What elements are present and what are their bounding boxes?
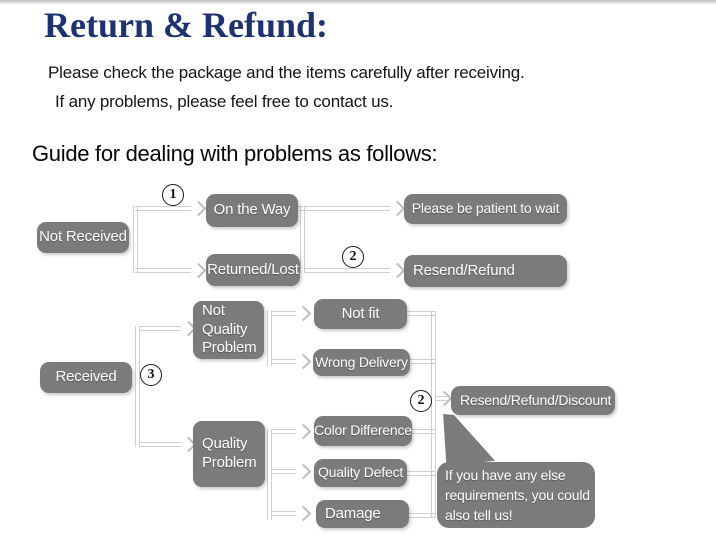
connector-line	[140, 442, 181, 447]
connector-line	[267, 429, 272, 520]
arrow-icon	[295, 423, 312, 440]
node-damage: Damage	[316, 500, 409, 528]
node-resend-refund: Resend/Refund	[404, 255, 567, 287]
connector-line	[407, 311, 436, 316]
node-color-difference: Color Difference	[314, 416, 412, 446]
node-resend-refund-discount: Resend/Refund/Discount	[451, 386, 615, 415]
page-title: Return & Refund:	[44, 5, 328, 45]
connector-line	[431, 311, 436, 518]
connector-line	[272, 429, 296, 434]
arrow-icon	[436, 390, 453, 407]
connector-line	[272, 511, 296, 516]
connector-line	[135, 326, 140, 447]
connector-line	[267, 311, 272, 366]
connector-line	[300, 206, 305, 273]
node-not-quality-problem: Not Quality Problem	[193, 301, 264, 359]
speech-bubble: If you have any else requirements, you c…	[437, 462, 595, 528]
guide-heading: Guide for dealing with problems as follo…	[32, 141, 438, 166]
intro-line-2: If any problems, please feel free to con…	[55, 92, 394, 111]
connector-line	[407, 471, 436, 476]
connector-line	[409, 513, 436, 518]
arrow-icon	[295, 505, 312, 522]
arrow-icon	[295, 353, 312, 370]
node-returned-lost: Returned/Lost	[206, 254, 300, 286]
connector-line	[272, 359, 296, 364]
node-quality-problem: Quality Problem	[193, 421, 265, 487]
connector-line	[436, 396, 448, 401]
node-not-fit: Not fit	[314, 299, 407, 329]
connector-line	[133, 206, 138, 273]
connector-line	[135, 206, 191, 211]
badge-step-2a: 2	[342, 246, 364, 268]
intro-line-1: Please check the package and the items c…	[48, 63, 525, 82]
badge-step-2b: 2	[410, 390, 432, 412]
node-not-received: Not Received	[37, 222, 129, 253]
badge-step-3: 3	[140, 364, 162, 386]
node-wrong-delivery: Wrong Delivery	[313, 349, 410, 376]
arrow-icon	[389, 200, 406, 217]
node-received: Received	[40, 362, 132, 393]
node-on-the-way: On the Way	[206, 194, 298, 227]
arrow-icon	[295, 305, 312, 322]
arrow-icon	[389, 262, 406, 279]
top-shadow	[0, 0, 716, 5]
arrow-icon	[190, 200, 207, 217]
arrow-icon	[190, 262, 207, 279]
connector-line	[412, 429, 436, 434]
connector-line	[272, 311, 296, 316]
connector-line	[409, 359, 436, 364]
speech-bubble-tail	[443, 414, 495, 466]
connector-line	[298, 206, 390, 211]
connector-line	[272, 469, 296, 474]
arrow-icon	[295, 463, 312, 480]
node-please-be-patient: Please be patient to wait	[404, 194, 567, 224]
badge-step-1: 1	[162, 184, 184, 206]
node-quality-defect: Quality Defect	[314, 459, 407, 487]
connector-line	[305, 268, 390, 273]
connector-line	[135, 268, 191, 273]
connector-line	[140, 326, 181, 331]
